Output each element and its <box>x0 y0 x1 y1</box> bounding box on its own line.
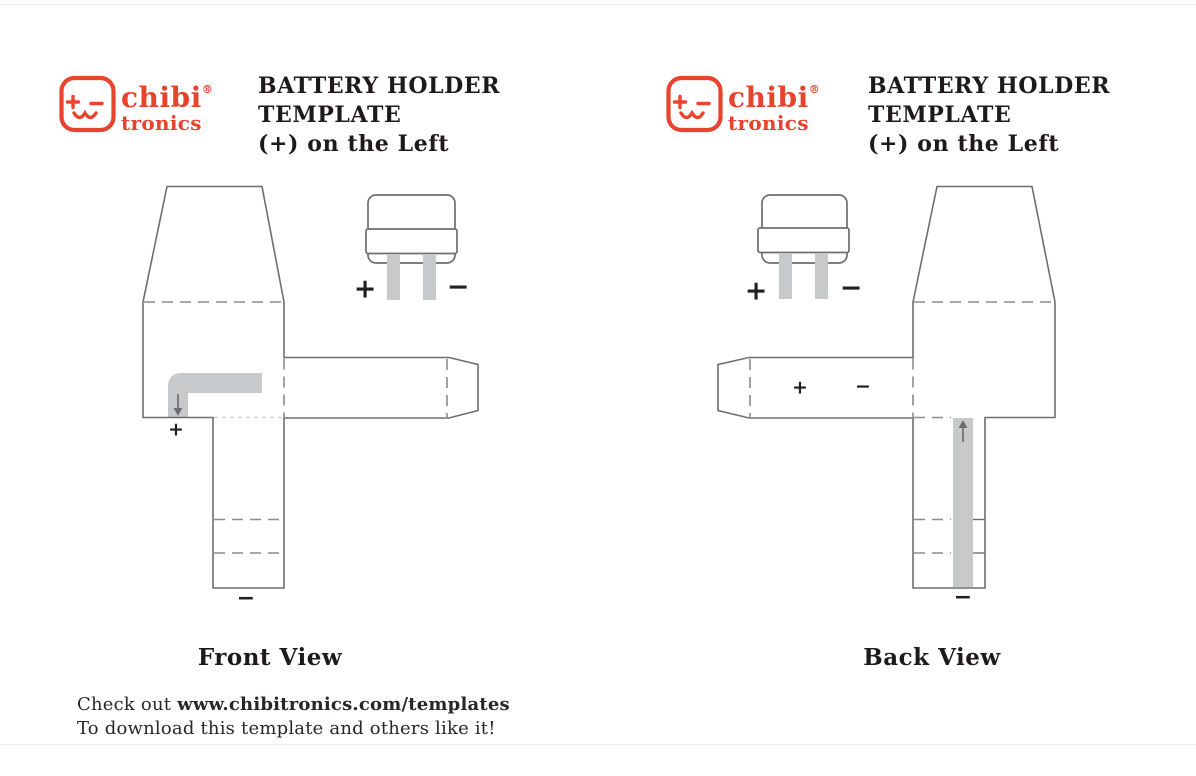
footer-line-1: Check out www.chibitronics.com/templates <box>77 693 510 717</box>
clip-leg-positive <box>779 253 792 299</box>
title-line-1: BATTERY HOLDER <box>868 73 1111 99</box>
logo-face-icon <box>672 94 711 120</box>
registered-trademark: ® <box>201 83 213 96</box>
front-fold-lines <box>144 301 448 554</box>
footer-url: www.chibitronics.com/templates <box>177 694 510 715</box>
battery-clip-icon <box>757 194 850 299</box>
title-subtitle: (+) on the Left <box>258 131 450 157</box>
front-page-title: BATTERY HOLDER TEMPLATE (+) on the Left <box>258 72 500 159</box>
back-clip-minus-label: − <box>839 272 863 304</box>
clip-leg-negative <box>423 254 436 300</box>
footer-line-2: To download this template and others lik… <box>77 718 496 739</box>
front-copper-tape <box>168 373 262 417</box>
title-subtitle: (+) on the Left <box>868 131 1060 157</box>
back-copper-tape <box>953 418 973 587</box>
back-page-title: BATTERY HOLDER TEMPLATE (+) on the Left <box>868 72 1110 159</box>
clip-leg-negative <box>815 253 828 299</box>
brand-name-top: chibi <box>728 81 809 114</box>
title-line-2: TEMPLATE <box>258 102 402 128</box>
chibitronics-logo-icon <box>666 75 723 133</box>
back-strip-minus-label: − <box>953 585 973 610</box>
back-arm-minus-label: − <box>855 375 871 398</box>
footer-prefix: Check out <box>77 694 178 715</box>
chibitronics-logo-icon <box>59 75 116 133</box>
title-line-1: BATTERY HOLDER <box>258 73 501 99</box>
battery-clip-icon <box>365 194 458 300</box>
up-arrow-icon <box>958 420 968 442</box>
back-cut-outline <box>717 185 1056 589</box>
down-arrow-icon <box>173 394 183 416</box>
brand-name-top: chibi <box>121 81 202 114</box>
front-cut-outline <box>142 185 479 589</box>
brand-name-bottom: tronics <box>728 111 809 135</box>
back-strip-fold-ends <box>973 518 985 554</box>
back-template-diagram <box>717 185 1056 589</box>
page-bottom-edge <box>0 744 1196 745</box>
front-view-caption: Front View <box>197 644 343 671</box>
front-tape-plus-label: + <box>168 418 184 441</box>
registered-trademark: ® <box>808 83 820 96</box>
clip-leg-positive <box>387 254 400 300</box>
page-top-edge <box>0 4 1196 5</box>
brand-name-bottom: tronics <box>121 111 202 135</box>
front-strip-minus-label: − <box>236 586 256 611</box>
back-view-caption: Back View <box>863 644 1001 671</box>
back-clip-plus-label: + <box>744 275 768 307</box>
brand-wordmark: chibi® tronics <box>728 81 820 135</box>
front-clip-plus-label: + <box>353 273 377 305</box>
back-fold-lines <box>749 301 1054 554</box>
front-template-diagram <box>142 185 479 589</box>
title-line-2: TEMPLATE <box>868 102 1012 128</box>
back-arm-plus-label: + <box>792 376 808 399</box>
footer-note: Check out www.chibitronics.com/templates… <box>77 693 510 741</box>
logo-face-icon <box>65 94 104 120</box>
front-clip-minus-label: − <box>446 271 470 303</box>
brand-wordmark: chibi® tronics <box>121 81 213 135</box>
